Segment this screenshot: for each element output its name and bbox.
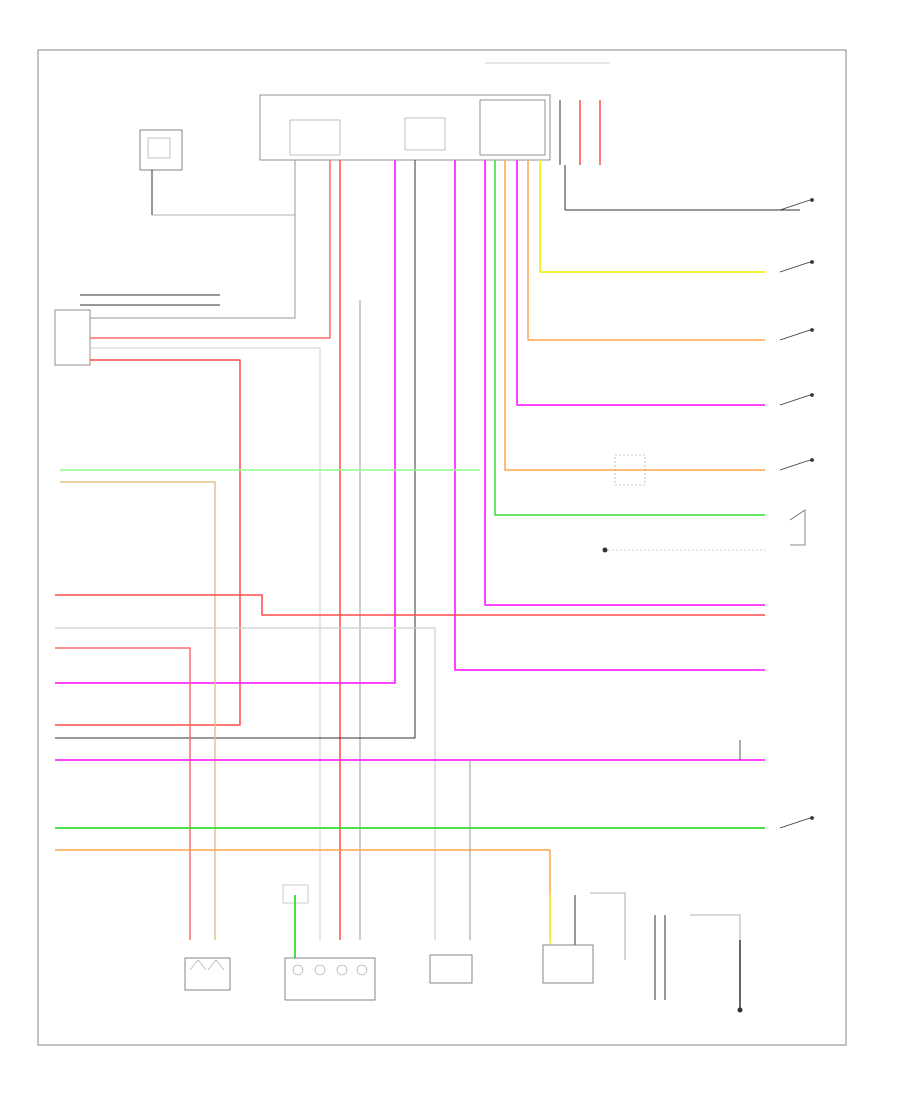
wires: [55, 160, 811, 1010]
left-connector: [54, 294, 220, 366]
junction-block-main: [259, 94, 551, 161]
bottom-component-6: [737, 1007, 743, 1013]
mid-connector: [614, 454, 646, 486]
top-right-module: [485, 62, 800, 211]
bottom-component-2: [282, 884, 376, 1001]
switch-symbols: [789, 198, 814, 820]
ground-point: [602, 547, 765, 553]
bottom-component-4: [542, 944, 594, 984]
bottom-component-3: [429, 954, 473, 984]
top-left-sensor: [139, 129, 295, 216]
diagram-border: [37, 49, 847, 1046]
bottom-component-1: [184, 957, 231, 991]
